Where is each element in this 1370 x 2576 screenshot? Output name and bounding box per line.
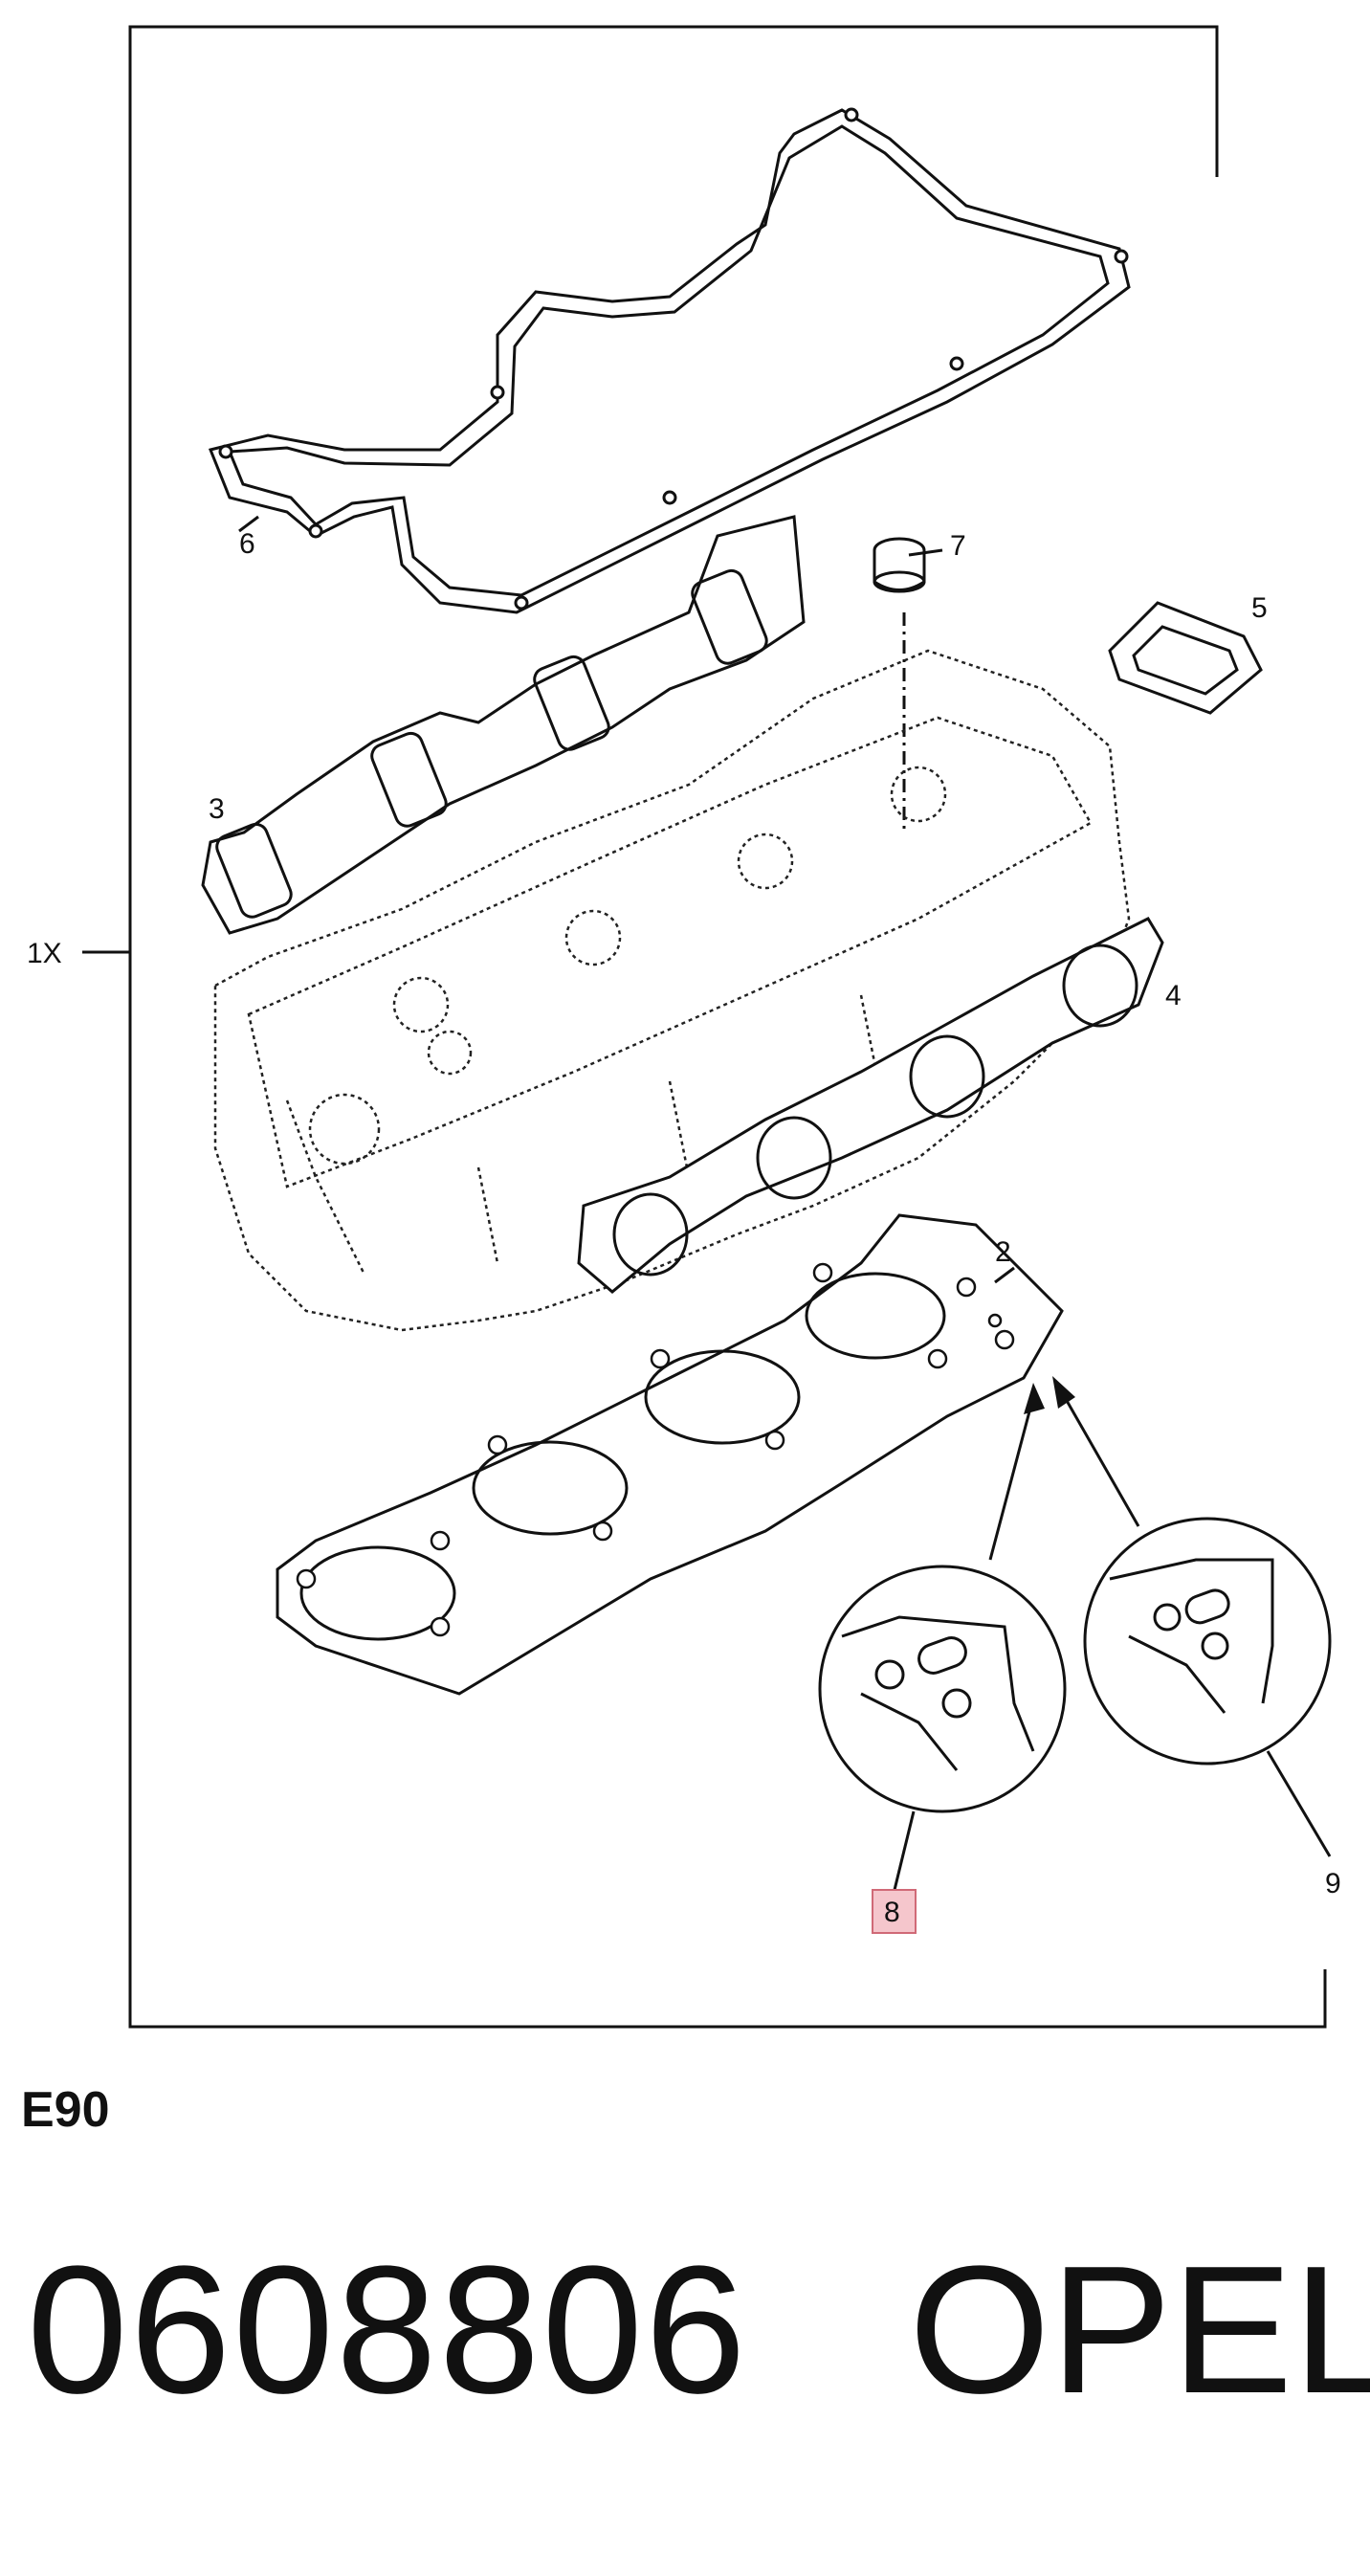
- variant-b-detail: [1052, 1376, 1332, 1857]
- callout-8: 8: [884, 1897, 900, 1928]
- brand-name: OPEL: [909, 2229, 1370, 2432]
- callout-8-highlight: [872, 1889, 917, 1934]
- small-flange-gasket: [1108, 601, 1263, 715]
- exhaust-manifold-gasket: [577, 917, 1164, 1294]
- callout-3: 3: [209, 793, 225, 825]
- cylinder-head-gasket: [276, 1213, 1064, 1696]
- catalog-code: E90: [21, 2082, 110, 2138]
- callout-5: 5: [1251, 592, 1268, 624]
- cylinder-head: [213, 649, 1131, 1332]
- callout-1x: 1X: [27, 938, 62, 969]
- kit-bracket: [82, 25, 1327, 2029]
- valve-cover-gasket: [208, 107, 1131, 614]
- intake-manifold-gasket: [201, 515, 806, 935]
- callout-6: 6: [239, 528, 255, 560]
- callout-9: 9: [1325, 1868, 1341, 1899]
- callout-7: 7: [950, 530, 966, 562]
- part-number: 0608806: [27, 2229, 748, 2432]
- variant-a-detail: [818, 1383, 1067, 1891]
- callout-4: 4: [1165, 980, 1182, 1011]
- callout-2: 2: [995, 1236, 1011, 1268]
- seal-plug: [873, 537, 943, 593]
